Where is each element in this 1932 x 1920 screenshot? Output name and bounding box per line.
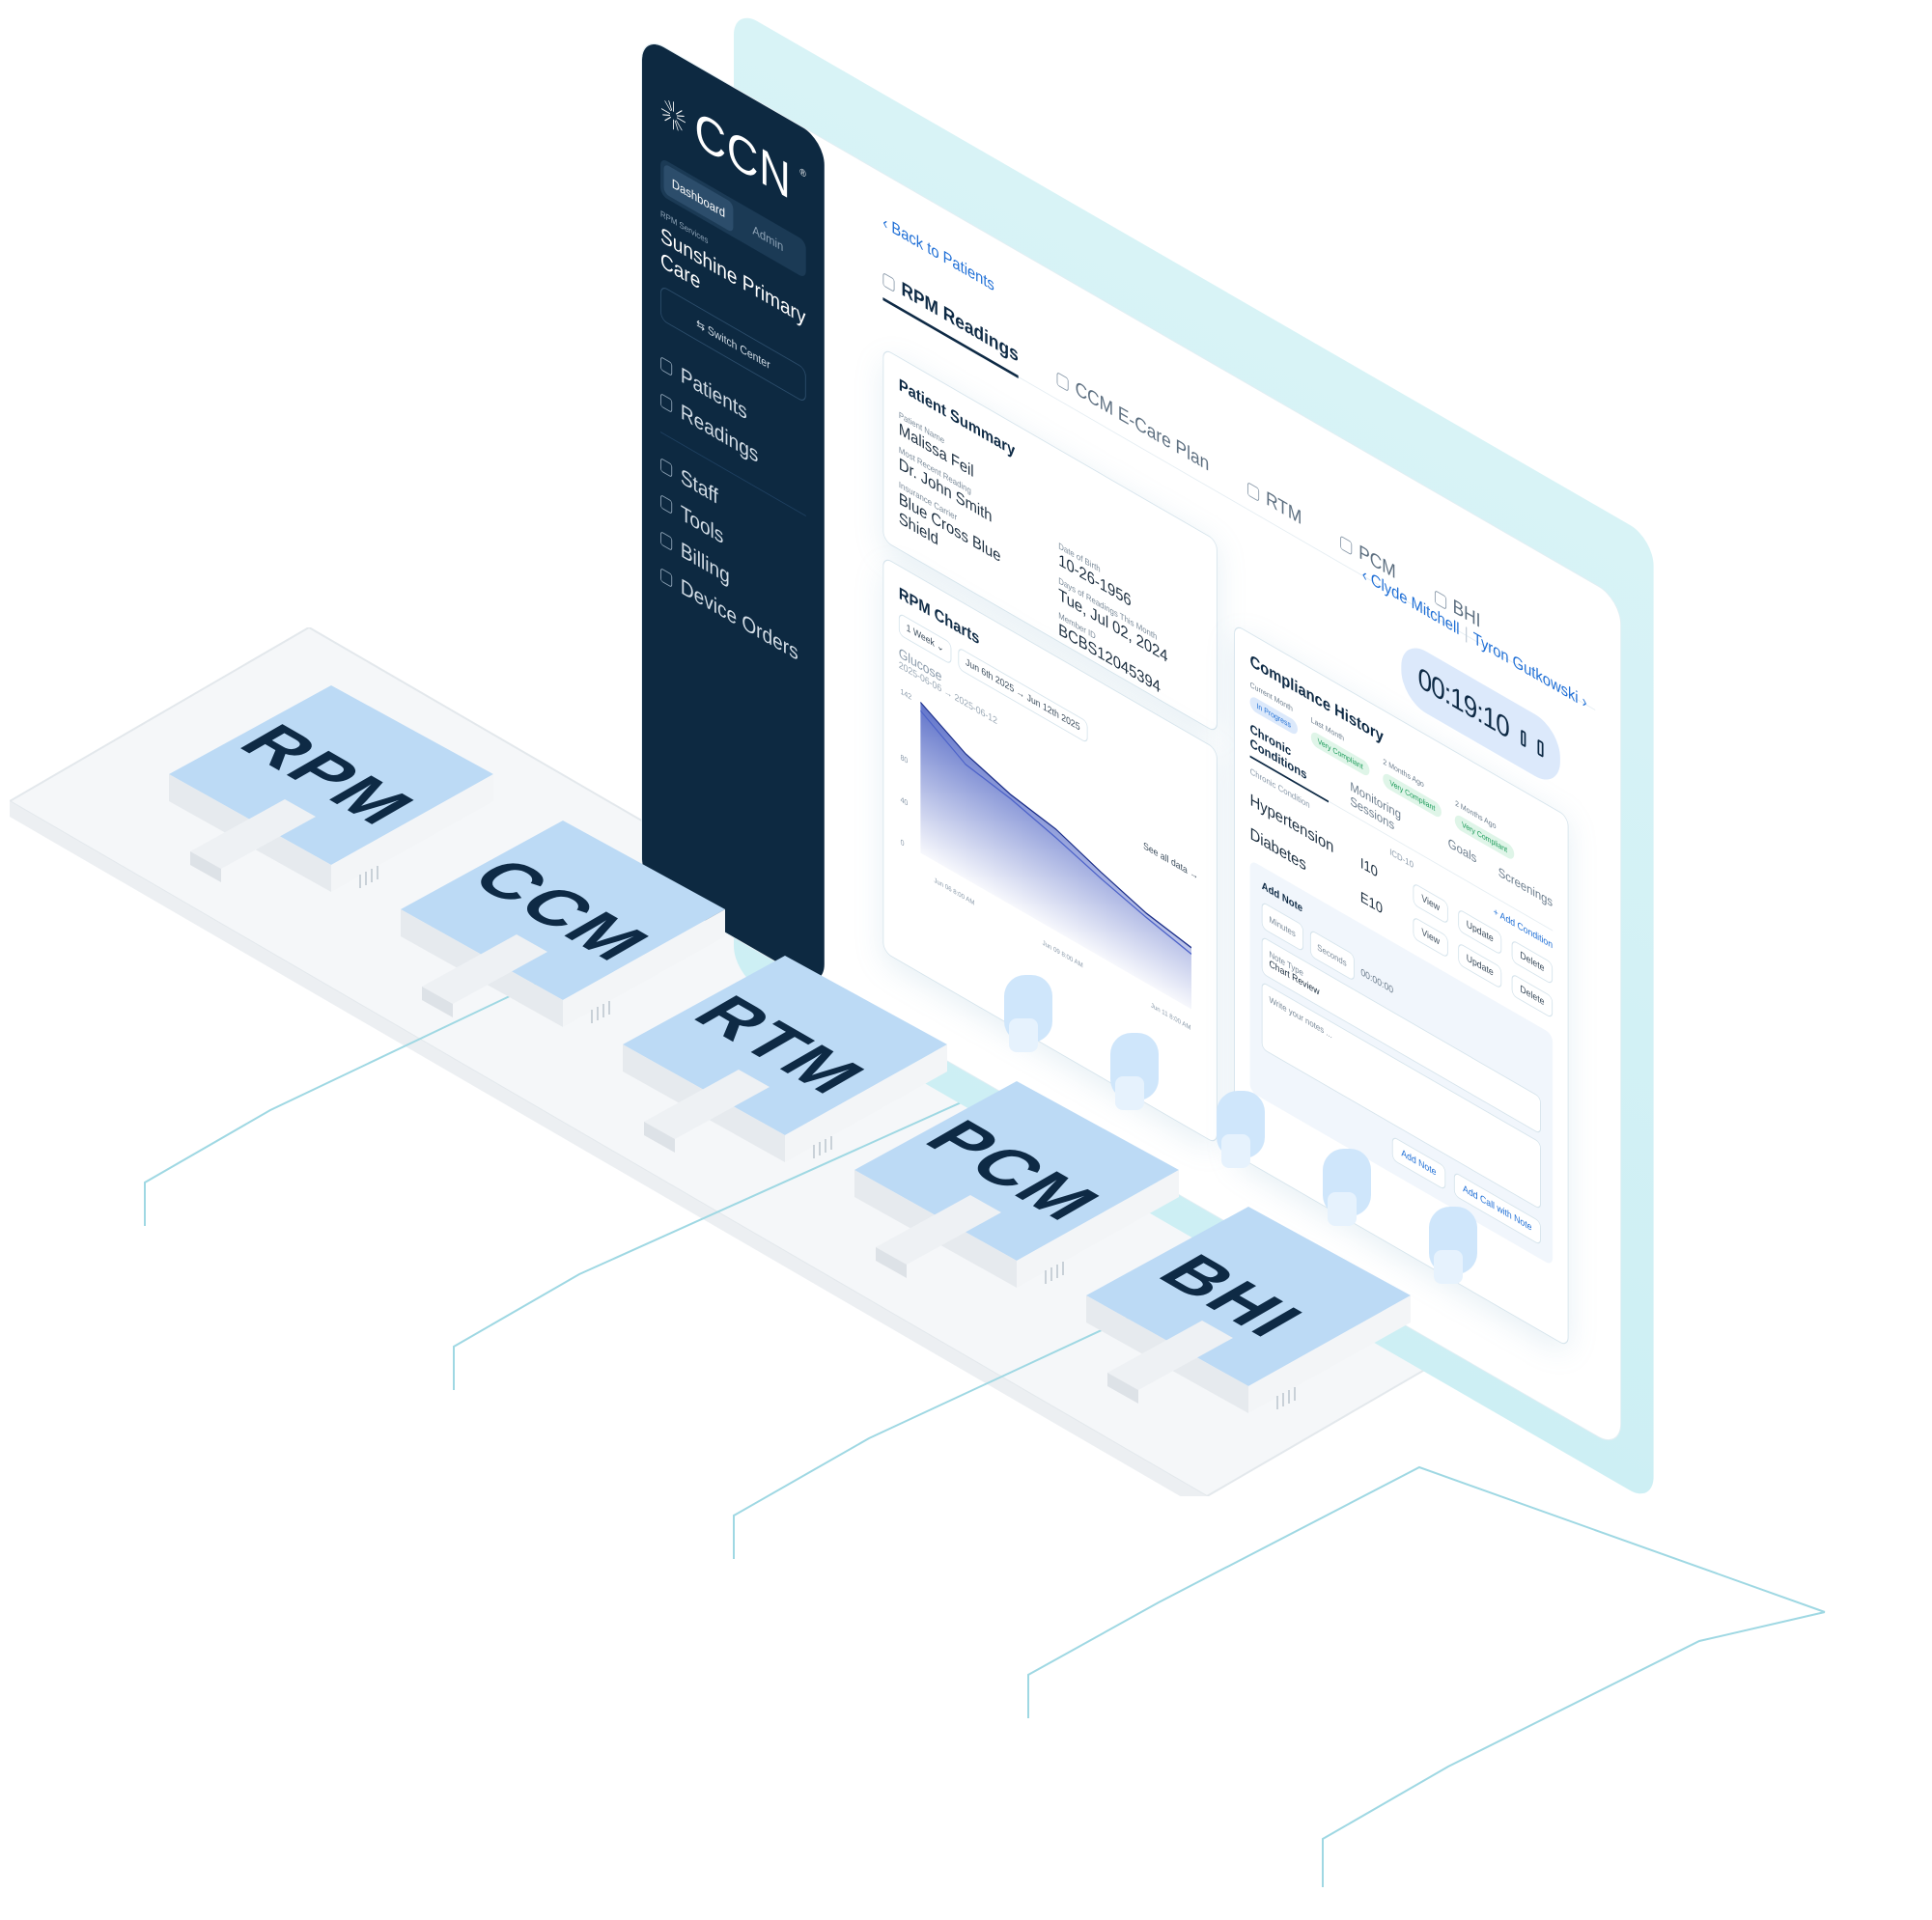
device-capsule: [1217, 1091, 1265, 1168]
pill-icon: [1340, 535, 1353, 556]
tab-rtm[interactable]: RTM: [1247, 477, 1302, 530]
registered-mark: ®: [799, 166, 806, 181]
list-icon: [660, 567, 673, 588]
clipboard-icon: [1056, 371, 1069, 392]
device-capsule: [1004, 975, 1052, 1052]
pager-separator: |: [1464, 623, 1469, 644]
signal-icon: [1247, 481, 1260, 502]
module-block: [1086, 1207, 1411, 1413]
module-block: [854, 1081, 1179, 1288]
starburst-logo-icon: [660, 99, 686, 131]
module-rtm: RTM: [623, 956, 951, 1162]
glucose-series-line: [920, 701, 1192, 949]
module-rpm: RPM: [169, 685, 497, 892]
arrow-right-icon: →: [1016, 685, 1025, 702]
chevron-down-icon: ⌄: [937, 640, 944, 655]
receipt-icon: [660, 530, 673, 551]
staff-icon: [660, 457, 673, 478]
y-tick-label: 40: [901, 795, 909, 809]
module-ccm: CCM: [401, 821, 729, 1027]
monitor-icon: [882, 271, 895, 292]
pause-icon[interactable]: [1537, 738, 1544, 758]
glucose-series-line: [920, 710, 1192, 956]
timer-value: 00:19:10: [1417, 661, 1509, 746]
x-tick-label: Jun 06 8:00 AM: [934, 877, 974, 907]
module-bhi: BHI: [1086, 1207, 1414, 1413]
wrench-icon: [660, 493, 673, 515]
sidebar: CCN ® Dashboard Admin RPM Services Sunsh…: [642, 35, 825, 989]
tab-goals[interactable]: Goals: [1447, 834, 1477, 866]
glucose-area: [920, 702, 1191, 1010]
module-block: [169, 685, 493, 892]
device-capsule: [1429, 1207, 1477, 1284]
main-content: ‹ Back to Patients RPM Readings CCM E-Ca…: [857, 159, 1620, 1449]
tab-label: RTM: [1266, 487, 1302, 530]
module-pcm: PCM: [854, 1081, 1183, 1288]
y-tick-label: 142: [901, 686, 912, 702]
restart-icon[interactable]: [1520, 729, 1526, 748]
y-tick-label: 80: [901, 753, 909, 766]
module-block: [623, 956, 947, 1162]
monitor-icon: [660, 392, 673, 413]
device-capsule: [1110, 1033, 1159, 1110]
rpm-charts-card: RPM Charts 1 Week ⌄ Jun 6th 2025 → Jun 1…: [882, 556, 1218, 1145]
dashboard-window: CCN ® Dashboard Admin RPM Services Sunsh…: [642, 35, 1621, 1449]
chevron-left-icon: ‹: [882, 212, 892, 237]
brand: CCN ®: [660, 78, 806, 222]
module-block: [401, 821, 725, 1027]
users-icon: [660, 355, 673, 376]
range-value: 1 Week: [906, 623, 935, 650]
y-tick-label: 0: [901, 837, 905, 849]
swap-arrows-icon: ⇆: [696, 316, 708, 336]
elapsed-time: 00:00:00: [1360, 966, 1394, 996]
device-capsule: [1323, 1149, 1371, 1226]
